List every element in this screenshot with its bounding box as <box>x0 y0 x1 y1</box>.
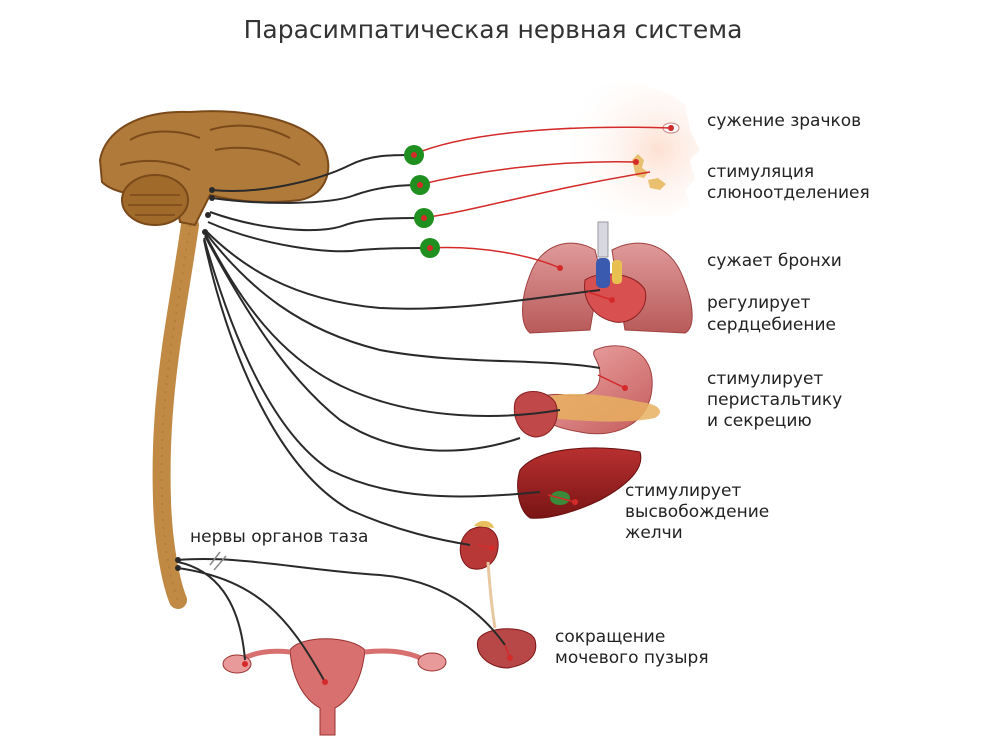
label-bladder-line1: сокращение <box>555 627 665 647</box>
face-illustration <box>560 83 700 217</box>
liver-illustration <box>518 448 641 518</box>
label-stomach-line3: и секрецию <box>707 411 812 431</box>
label-liver-line2: высвобождение <box>625 502 769 522</box>
label-saliva-line2: слюноотделениея <box>707 183 870 203</box>
stomach-illustration <box>514 346 660 437</box>
label-stomach-line2: перистальтику <box>707 390 842 410</box>
brain-icon <box>100 111 328 225</box>
kidney-illustration <box>460 521 498 628</box>
label-liver-line3: желчи <box>625 523 683 543</box>
diagram-title: Парасимпатическая нервная система <box>244 15 743 44</box>
ureter-icon <box>488 562 495 628</box>
pelvic-nerve-marker <box>210 552 226 570</box>
label-liver-line1: стимулирует <box>625 481 741 501</box>
right-ovary-icon <box>418 653 446 671</box>
label-heart-line2: сердцебиение <box>707 315 836 335</box>
label-stomach-line1: стимулирует <box>707 369 823 389</box>
lungs-heart-illustration <box>523 222 693 333</box>
cerebellum-icon <box>122 175 188 225</box>
label-pupils: сужение зрачков <box>707 111 861 131</box>
label-pelvic-nerves: нервы органов таза <box>190 527 368 547</box>
uterus-illustration <box>223 639 446 735</box>
ganglia <box>404 145 440 258</box>
trachea-icon <box>598 222 608 257</box>
label-bladder-line2: мочевого пузыря <box>555 648 709 668</box>
label-heart-line1: регулирует <box>707 293 810 313</box>
label-saliva-line1: стимуляция <box>707 162 814 182</box>
liver-icon <box>518 448 641 518</box>
label-bronchi: сужает бронхи <box>707 251 842 271</box>
uterus-icon <box>290 639 365 735</box>
